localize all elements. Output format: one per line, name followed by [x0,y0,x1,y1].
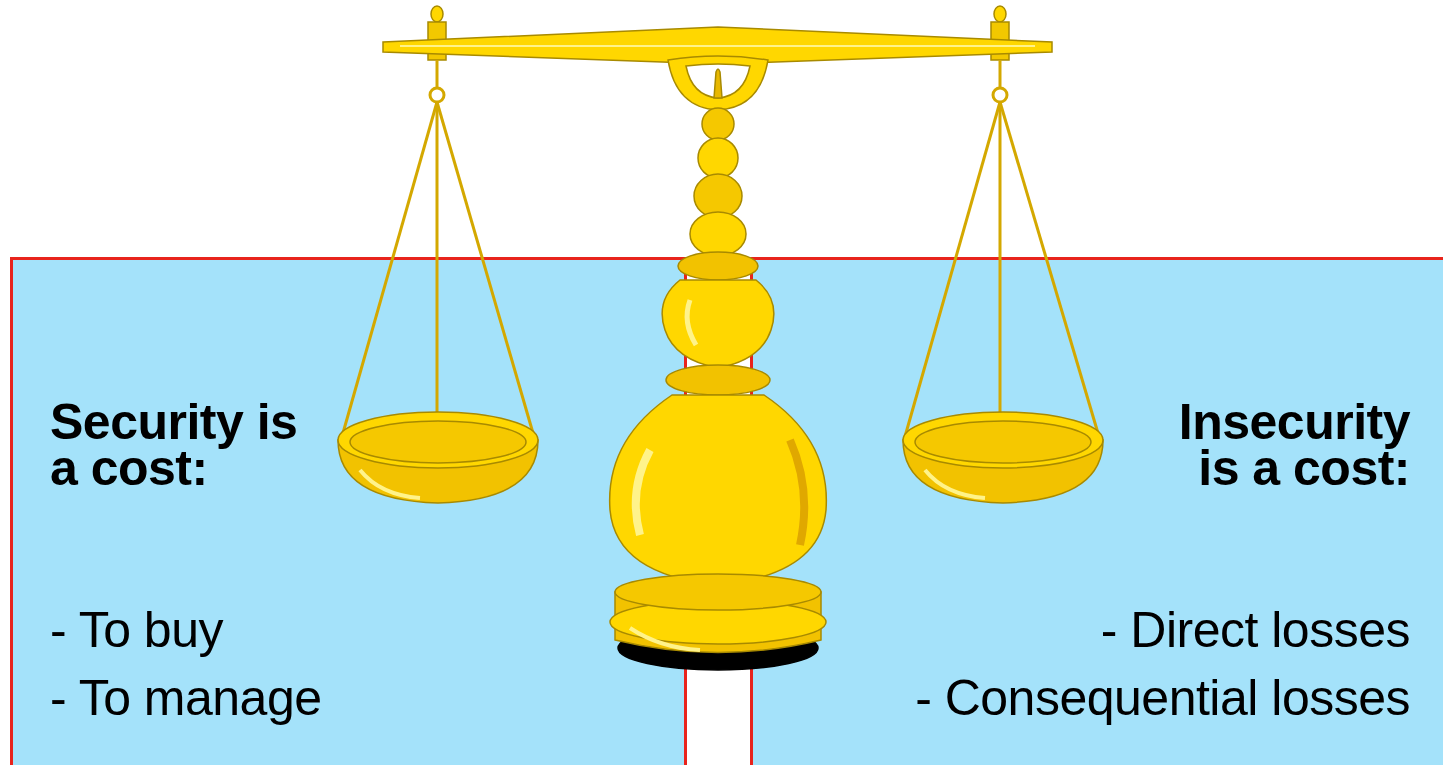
panel-heading: Insecurity is a cost: [1135,399,1410,491]
cost-item: - Consequential losses [915,668,1410,728]
panel-heading: Security is a cost: [50,399,325,491]
cost-item: - To buy [50,600,223,660]
cost-panel: Insecurity is a cost: - Direct losses - Co… [750,257,1443,765]
cost-panel: Security is a cost: - To buy - To manage [10,257,687,765]
cost-item: - Direct losses [1101,600,1410,660]
cost-item: - To manage [50,668,322,728]
